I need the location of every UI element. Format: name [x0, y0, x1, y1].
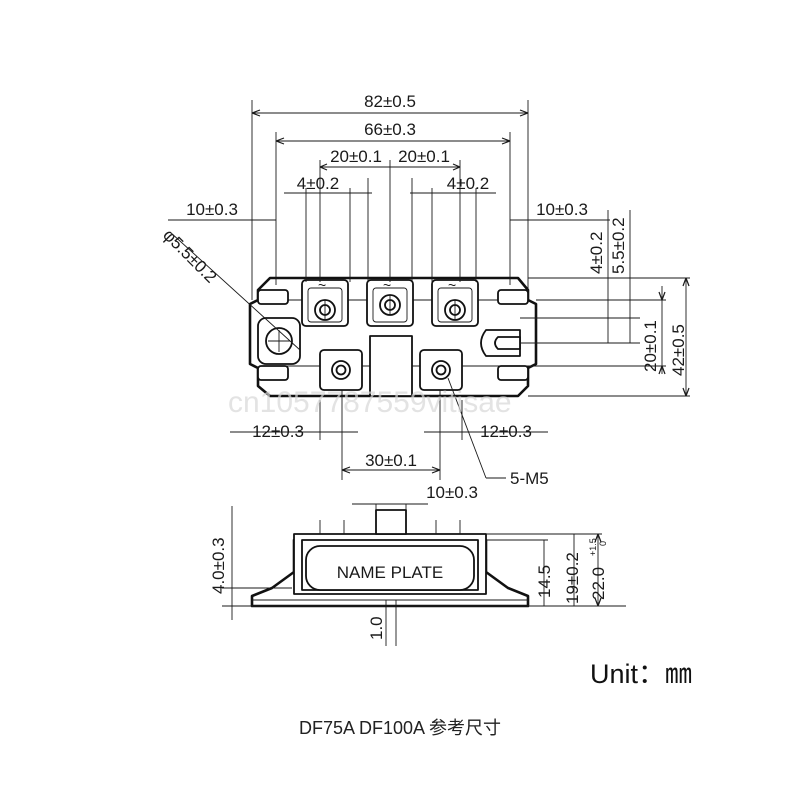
dim-pitch-left: 20±0.1: [330, 147, 382, 166]
caption: DF75A DF100A 参考尺寸: [298, 718, 502, 738]
side-view-module: [250, 509, 530, 608]
dim-h3-tol-lower: 0: [598, 541, 608, 546]
dim-overall-width: 82±0.5: [364, 92, 416, 111]
dim-overall-height: 42±0.5: [669, 324, 688, 376]
watermark: cn1057787559vitisae: [228, 386, 512, 419]
dim-hole-diameter: φ5.5±0.2: [159, 225, 220, 286]
top-dimension-lines: [168, 100, 610, 351]
dim-terminal-right: 4±0.2: [447, 174, 489, 193]
dim-h3-tol-upper: +1.5: [588, 538, 598, 556]
ac-symbol-2: ~: [383, 277, 391, 293]
bottom-dimension-lines: [230, 377, 548, 480]
mounting-slot-right: [480, 329, 521, 357]
dim-offset: 1.0: [367, 616, 386, 640]
mounting-hole-left: [257, 317, 301, 365]
dim-h1: 14.5: [535, 565, 554, 598]
dim-v2: 5.5±0.2: [609, 217, 628, 274]
terminal-top-2: [366, 279, 414, 327]
terminal-bottom-1: [319, 349, 363, 391]
dim-bottom-left: 12±0.3: [252, 422, 304, 441]
dim-base-thickness: 4.0±0.3: [209, 537, 228, 594]
center-block: [369, 335, 413, 397]
unit-label: Unit：㎜: [590, 659, 693, 689]
ac-symbol-1: ~: [318, 277, 326, 293]
dim-terminal-left: 4±0.2: [297, 174, 339, 193]
dim-inner-width: 66±0.3: [364, 120, 416, 139]
dim-side-top: 10±0.3: [426, 483, 478, 502]
terminal-bottom-2: [419, 349, 463, 391]
terminal-top-3: [431, 279, 479, 327]
dim-bottom-pitch: 30±0.1: [365, 451, 417, 470]
side-dimension-lines: [222, 503, 626, 646]
terminal-top-1: [301, 279, 349, 327]
dim-edge-left: 10±0.3: [186, 200, 238, 219]
dim-v3: 20±0.1: [641, 320, 660, 372]
name-plate-label: NAME PLATE: [337, 563, 443, 582]
screw-callout: 5-M5: [510, 469, 549, 488]
dim-pitch-right: 20±0.1: [398, 147, 450, 166]
right-dimension-lines: [520, 210, 690, 397]
ac-symbol-3: ~: [448, 277, 456, 293]
dim-h2: 19±0.2: [563, 552, 582, 604]
dim-h3: 22.0: [589, 567, 608, 600]
dim-edge-right: 10±0.3: [536, 200, 588, 219]
dim-v1: 4±0.2: [587, 232, 606, 274]
dim-bottom-right: 12±0.3: [480, 422, 532, 441]
